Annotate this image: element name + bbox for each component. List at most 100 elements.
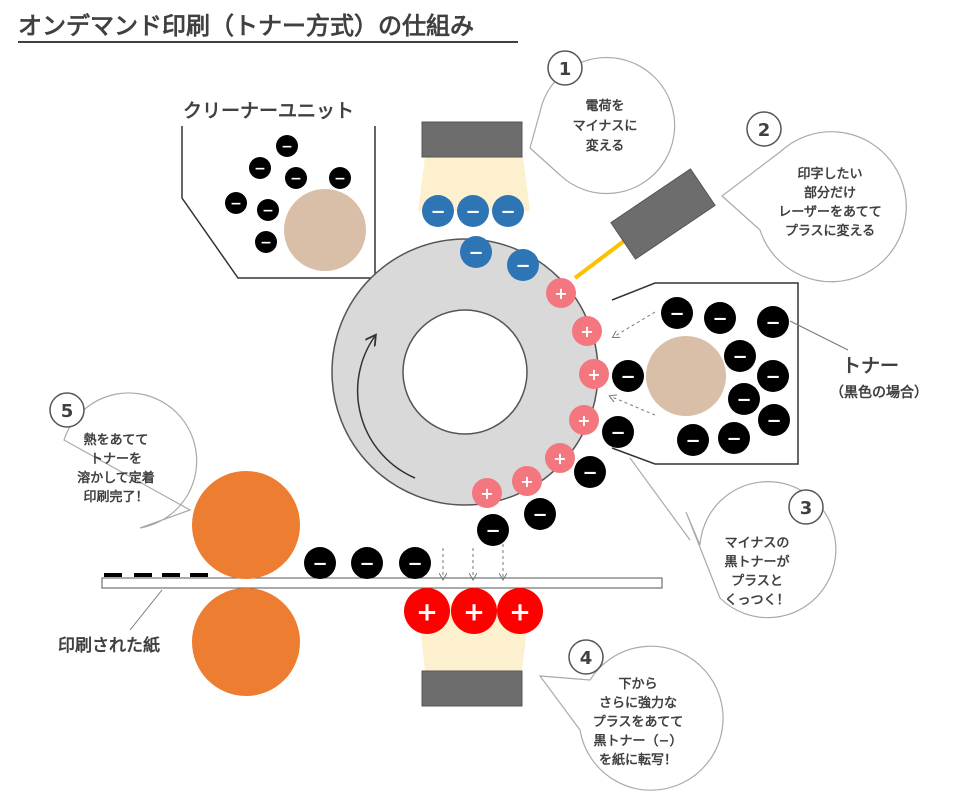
fuser-roller-top	[192, 471, 300, 579]
step-5-line: 溶かして定着	[77, 470, 155, 486]
cleaner-housing	[181, 126, 376, 279]
paper-toner-particle	[304, 547, 336, 579]
blue-charge-particle	[422, 195, 454, 227]
step-5-line: 印刷完了！	[83, 489, 148, 505]
toner-particle-symbol: −	[732, 346, 747, 367]
step-2-line: 部分だけ	[804, 185, 856, 201]
blue-charge-particle	[460, 236, 492, 268]
toner-housing	[611, 282, 799, 465]
paper-toner-particle-symbol: −	[312, 553, 327, 574]
cleaner-toner-particle-symbol: −	[260, 235, 272, 251]
step-5-number: 5	[61, 401, 74, 422]
toner-particle	[704, 302, 736, 334]
cleaner-toner-particle	[257, 199, 279, 221]
toner-particle-symbol: −	[766, 410, 781, 431]
cleaner-toner-particle	[249, 157, 271, 179]
pink-charge-particle	[472, 478, 502, 508]
toner-particle-symbol: −	[712, 308, 727, 329]
toner-particle	[757, 360, 789, 392]
drum-toner-particle-symbol: −	[485, 520, 500, 541]
toner-note: （黒色の場合）	[830, 384, 928, 401]
toner-particle-symbol: −	[669, 303, 684, 324]
step-2-number: 2	[758, 120, 771, 141]
bubble-3-pointer	[629, 457, 691, 541]
pink-charge-particle-symbol: +	[520, 472, 533, 491]
pink-charge-particle	[569, 405, 599, 435]
drum-toner-particle	[477, 514, 509, 546]
step-3-line: くっつく！	[724, 593, 789, 608]
fuser-roller-bottom	[192, 588, 300, 696]
toner-particle	[757, 306, 789, 338]
drum-toner-particle-symbol: −	[532, 504, 547, 525]
toner-label: トナー	[842, 355, 899, 377]
toner-particle-symbol: −	[685, 430, 700, 451]
transfer-block	[421, 670, 523, 707]
pink-charge-particle-symbol: +	[480, 484, 493, 503]
toner-particle-symbol: −	[765, 312, 780, 333]
drum-toner-particle-symbol: −	[582, 462, 597, 483]
pink-charge-particle	[546, 278, 576, 308]
red-charge-particle	[404, 588, 450, 634]
step-3-line: プラスと	[731, 574, 783, 589]
page-title: オンデマンド印刷（トナー方式）の仕組み	[18, 12, 474, 40]
paper-toner-particle-symbol: −	[407, 553, 422, 574]
charger-block	[421, 121, 523, 158]
cleaner-toner-particle-symbol: −	[262, 203, 274, 219]
drum-toner-particle	[612, 360, 644, 392]
blue-charge-particle-symbol: −	[465, 201, 480, 222]
step-2-line: レーザーをあてて	[778, 205, 881, 220]
pink-charge-particle	[512, 466, 542, 496]
step-1-line: 変える	[586, 138, 625, 154]
toner-particle-symbol: −	[765, 366, 780, 387]
cleaner-unit: クリーナーユニット	[181, 100, 376, 279]
cleaner-toner-particle-symbol: −	[281, 139, 293, 155]
toner-particle	[661, 297, 693, 329]
blue-charge-particle-symbol: −	[500, 201, 515, 222]
step-texts: 電荷を マイナスに 変える 印字したい 部分だけ レーザーをあてて プラスに変え…	[77, 98, 882, 768]
blue-charge-particle-symbol: −	[430, 201, 445, 222]
step-5-line: トナーを	[90, 452, 142, 467]
blue-charge-particle-symbol: −	[468, 242, 483, 263]
charge-particles: −−−−−−−−−−−−+++++++−−−−−−−−−−−−−−−−−+++	[225, 135, 790, 634]
cleaner-toner-particle	[276, 135, 298, 157]
drum-toner-particle-symbol: −	[620, 366, 635, 387]
red-charge-particle-symbol: +	[509, 597, 531, 627]
paper-label: 印刷された紙	[58, 635, 160, 656]
toner-particle-symbol: −	[736, 389, 751, 410]
bubble-2	[721, 131, 907, 283]
paper-sheet	[101, 577, 663, 589]
blue-charge-particle	[492, 195, 524, 227]
paper-toner-particle	[351, 547, 383, 579]
pink-charge-particle	[572, 316, 602, 346]
red-charge-particle	[451, 588, 497, 634]
step-4-line: 下から	[618, 677, 657, 692]
cleaner-roller	[284, 189, 366, 271]
toner-particle	[677, 424, 709, 456]
cleaner-toner-particle	[285, 167, 307, 189]
bubble-4	[538, 645, 724, 791]
step-4-line: さらに強力な	[599, 695, 677, 711]
toner-particle	[724, 340, 756, 372]
cleaner-toner-particle	[329, 167, 351, 189]
transfer-arrows	[443, 538, 503, 577]
cleaner-toner-particle-symbol: −	[230, 196, 242, 212]
step-4-line: 黒トナー（−）	[594, 733, 683, 749]
pink-charge-particle-symbol: +	[587, 365, 600, 384]
paper: 印刷された紙	[58, 573, 663, 656]
blue-charge-particle	[457, 195, 489, 227]
pink-charge-particle	[545, 443, 575, 473]
red-charge-particle-symbol: +	[416, 597, 438, 627]
cleaner-toner-particle	[255, 231, 277, 253]
cleaner-toner-particle	[225, 192, 247, 214]
step-1-number: 1	[559, 59, 572, 80]
cleaner-toner-particle-symbol: −	[334, 171, 346, 187]
laser-unit	[573, 168, 716, 280]
laser-beam	[573, 236, 630, 280]
toner-pointer-line	[789, 320, 849, 351]
blue-charge-particle-symbol: −	[515, 255, 530, 276]
drum-toner-particle	[602, 416, 634, 448]
drum-toner-particle	[524, 498, 556, 530]
step-3-number: 3	[800, 498, 813, 519]
pink-charge-particle-symbol: +	[577, 411, 590, 430]
